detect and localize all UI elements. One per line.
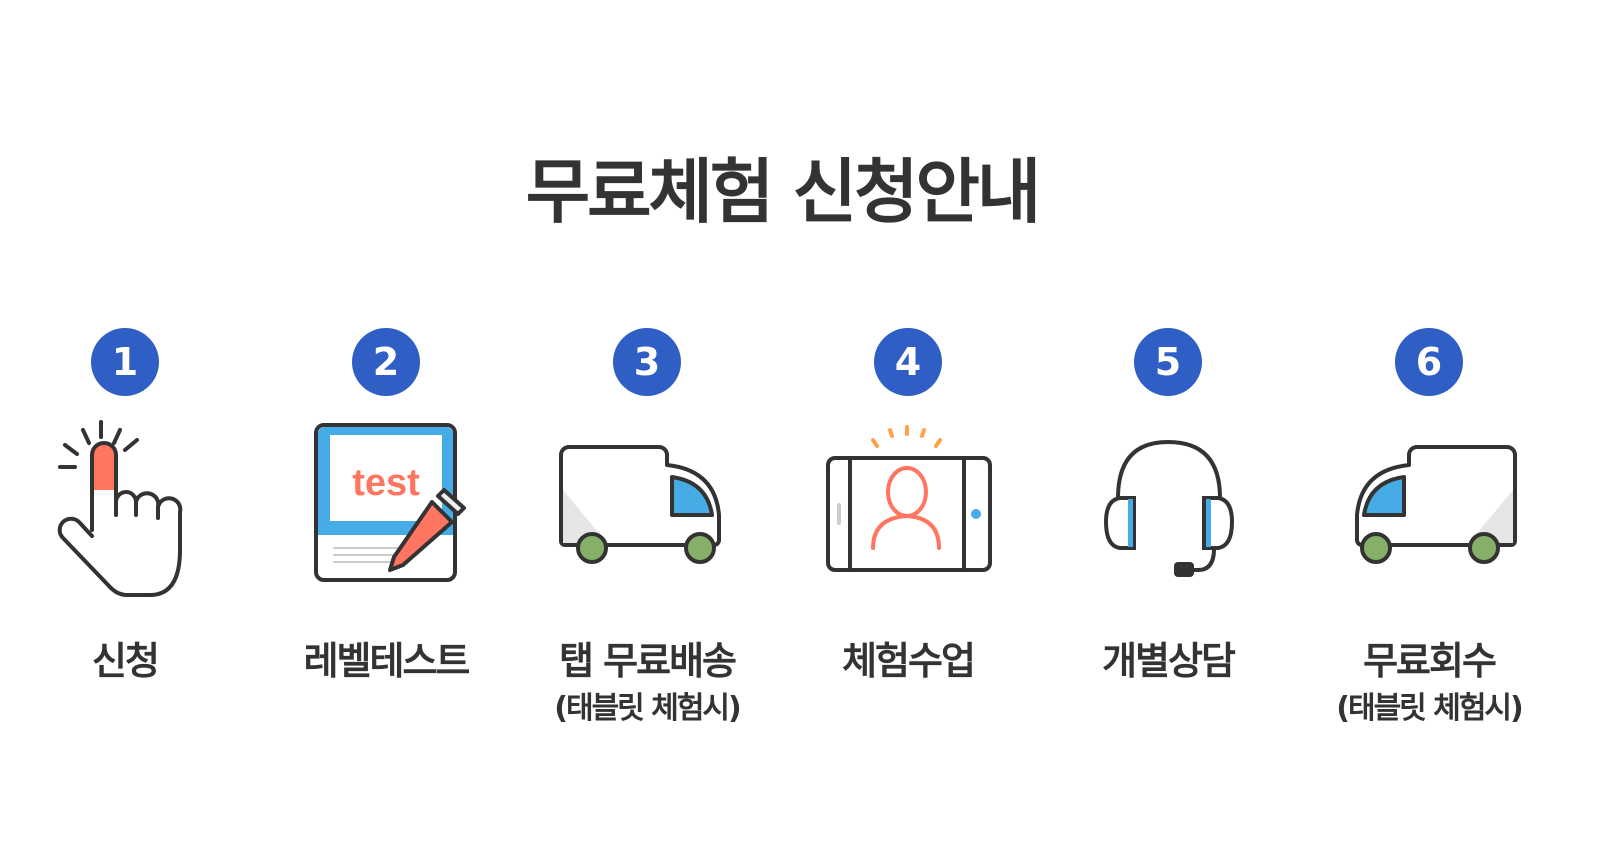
- step-1: 1 신청: [5, 328, 245, 685]
- step-4: 4 체험수업: [788, 328, 1028, 685]
- step-label: 탭 무료배송: [558, 639, 737, 683]
- step-number-badge: 4: [874, 328, 942, 396]
- delivery-truck-icon: [559, 445, 721, 564]
- step-label: 무료회수: [1363, 639, 1497, 683]
- step-label: 레벨테스트: [303, 639, 471, 683]
- test-text: test: [352, 462, 420, 504]
- step-number-badge: 3: [613, 328, 681, 396]
- step-sublabel: (태블릿 체험시): [1336, 691, 1523, 726]
- step-number-badge: 5: [1134, 328, 1202, 396]
- step-number-badge: 6: [1395, 328, 1463, 396]
- step-number-badge: 1: [91, 328, 159, 396]
- step-3: 3 탭 무료배송 (태블릿 체험시): [527, 328, 767, 727]
- step-2: 2 test 레벨테스트: [266, 328, 506, 685]
- step-sublabel: (태블릿 체험시): [554, 691, 741, 726]
- test-paper-icon: test: [314, 423, 466, 582]
- page-title: 무료체험 신청안내: [525, 151, 1042, 233]
- step-6: 6 무료회수 (태블릿 체험시): [1309, 328, 1549, 727]
- headset-icon: [1103, 439, 1235, 577]
- step-number-badge: 2: [352, 328, 420, 396]
- step-label: 신청: [92, 639, 160, 683]
- hand-tap-icon: [57, 420, 183, 597]
- step-5: 5 개별상담: [1048, 328, 1288, 685]
- step-label: 개별상담: [1102, 639, 1236, 683]
- return-truck-icon: [1355, 445, 1517, 564]
- step-label: 체험수업: [842, 639, 976, 683]
- tablet-video-icon: [826, 425, 992, 572]
